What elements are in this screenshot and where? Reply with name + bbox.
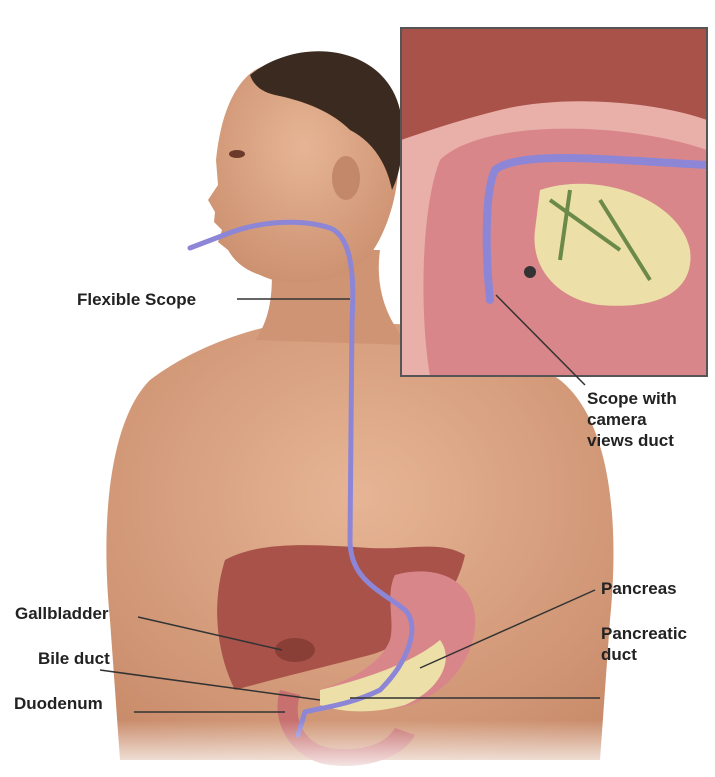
eye (229, 150, 245, 158)
ear (332, 156, 360, 200)
label-pancreatic-duct: Pancreatic duct (601, 623, 687, 665)
label-flexible-scope: Flexible Scope (77, 289, 196, 310)
label-bile-duct: Bile duct (38, 648, 110, 669)
label-pancreas: Pancreas (601, 578, 677, 599)
label-gallbladder: Gallbladder (15, 603, 109, 624)
label-scope-camera: Scope with camera views duct (587, 388, 677, 451)
inset-view (401, 28, 707, 376)
label-duodenum: Duodenum (14, 693, 103, 714)
